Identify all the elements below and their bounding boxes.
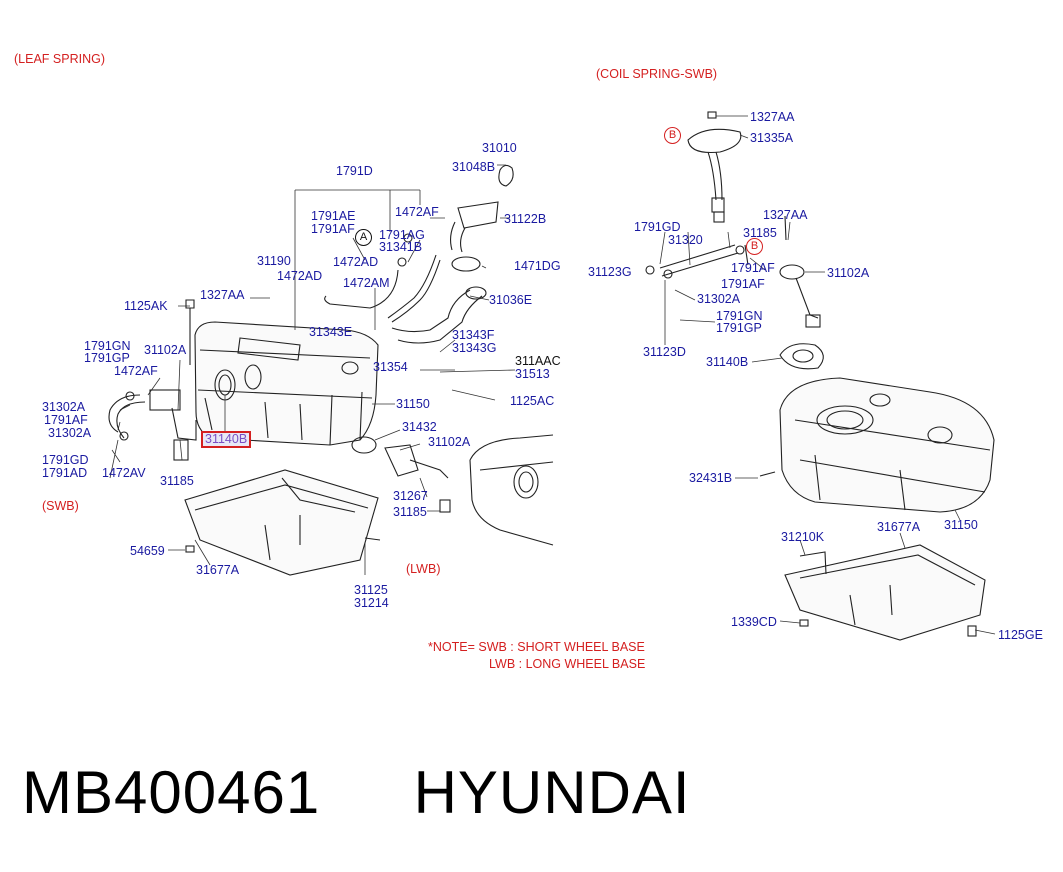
part-label: 31302A: [697, 292, 741, 306]
part-label: 31677A: [196, 563, 240, 577]
part-label: 311AAC: [515, 354, 561, 368]
part-label: 54659: [130, 544, 165, 558]
fuel-tank-lwb: [469, 434, 554, 546]
part-label: 31343F: [452, 328, 495, 342]
part-label: 31302A: [48, 426, 92, 440]
bolt-right: [759, 471, 776, 477]
part-label: 1471DG: [514, 259, 561, 273]
vapor-hose-right: [645, 244, 749, 279]
part-label: 1791AE: [311, 209, 356, 223]
part-label: 1327AA: [763, 208, 808, 222]
bolt-left: [185, 299, 195, 365]
leader-lines-right: [659, 115, 996, 635]
skid-plate-left: [184, 469, 381, 576]
part-label: 31036E: [489, 293, 533, 307]
part-label: 31150: [944, 518, 978, 532]
part-label: 31432: [402, 420, 437, 434]
part-label: 1791GP: [84, 351, 130, 365]
fuel-tank-left: [194, 321, 379, 446]
highlighted-part-31140b[interactable]: 31140B: [201, 431, 252, 448]
part-label: 31210K: [781, 530, 825, 544]
part-label: 1125GE: [998, 628, 1043, 642]
heading-leaf-spring: (LEAF SPRING): [14, 52, 105, 66]
part-label: 1791AF: [44, 413, 88, 427]
sender-right: [779, 215, 821, 328]
part-label: 31302A: [42, 400, 86, 414]
part-label: 31123D: [643, 345, 686, 359]
skid-plate-right: [784, 544, 986, 641]
callout-b-mid: B: [746, 238, 763, 255]
part-label: 1327AA: [200, 288, 245, 302]
part-label: 31048B: [452, 160, 496, 174]
heading-swb: (SWB): [42, 499, 79, 513]
pump-tube-right: [687, 111, 742, 223]
part-label: 1791GN: [84, 339, 131, 353]
part-label: 31010: [482, 141, 517, 155]
part-label: 31102A: [827, 266, 870, 280]
callout-a: A: [355, 229, 372, 246]
filler-neck: [324, 164, 514, 344]
part-label: 31102A: [144, 343, 187, 357]
part-label: 31123G: [588, 265, 632, 279]
vapor-hose-left: [108, 389, 197, 461]
note-line-2: LWB : LONG WHEEL BASE: [489, 657, 646, 671]
part-label: 31214: [354, 596, 389, 610]
part-label: 1791AF: [721, 277, 765, 291]
part-label: 1472AF: [395, 205, 439, 219]
part-label: 1472AF: [114, 364, 158, 378]
part-label: 1472AV: [102, 466, 146, 480]
part-label: 31185: [393, 505, 427, 519]
part-label: 31185: [160, 474, 194, 488]
part-label: 1791GP: [716, 321, 762, 335]
part-label: 1472AM: [343, 276, 390, 290]
part-label: 1791AD: [42, 466, 88, 480]
fuel-tank-right: [779, 377, 995, 513]
part-label: 1791GD: [42, 453, 89, 467]
brand-name: HYUNDAI: [413, 759, 691, 826]
part-label: 1339CD: [731, 615, 777, 629]
part-label: 31125: [354, 583, 388, 597]
part-number: MB400461: [22, 759, 321, 826]
heading-coil-spring: (COIL SPRING-SWB): [596, 67, 718, 81]
note-line-1: *NOTE= SWB : SHORT WHEEL BASE: [428, 640, 645, 654]
part-label: 31102A: [428, 435, 471, 449]
part-label: 1791GN: [716, 309, 763, 323]
part-label: 31341B: [379, 240, 423, 254]
part-label: 1327AA: [750, 110, 795, 124]
part-label: 31677A: [877, 520, 921, 534]
footer-title: MB400461 HYUNDAI: [22, 758, 691, 827]
part-label: 32431B: [689, 471, 733, 485]
part-label: 1472AD: [333, 255, 379, 269]
part-label: 1791AF: [311, 222, 355, 236]
part-label: 31185: [743, 226, 777, 240]
part-label: 31354: [373, 360, 408, 374]
part-label: 1125AC: [510, 394, 555, 408]
callout-b-top: B: [664, 127, 681, 144]
part-label: 1125AK: [124, 299, 168, 313]
part-label: 1791D: [336, 164, 373, 178]
part-label: 31343G: [452, 341, 497, 355]
part-label: 31122B: [504, 212, 547, 226]
gasket-right: [779, 343, 824, 370]
part-label: 31140B: [706, 355, 749, 369]
part-label: 1791AF: [731, 261, 775, 275]
part-label: 31190: [257, 254, 291, 268]
part-label: 31320: [668, 233, 703, 247]
part-label: 1791GD: [634, 220, 681, 234]
part-label: 31335A: [750, 131, 794, 145]
leader-lines-left: [109, 164, 516, 575]
part-label: 31513: [515, 367, 550, 381]
heading-lwb: (LWB): [406, 562, 441, 576]
part-label: 31150: [396, 397, 430, 411]
part-label: 31343E: [309, 325, 353, 339]
part-label: 31267: [393, 489, 428, 503]
sender-unit-lwb: [351, 436, 451, 513]
part-label: 1472AD: [277, 269, 323, 283]
part-label: 1791AG: [379, 228, 425, 242]
